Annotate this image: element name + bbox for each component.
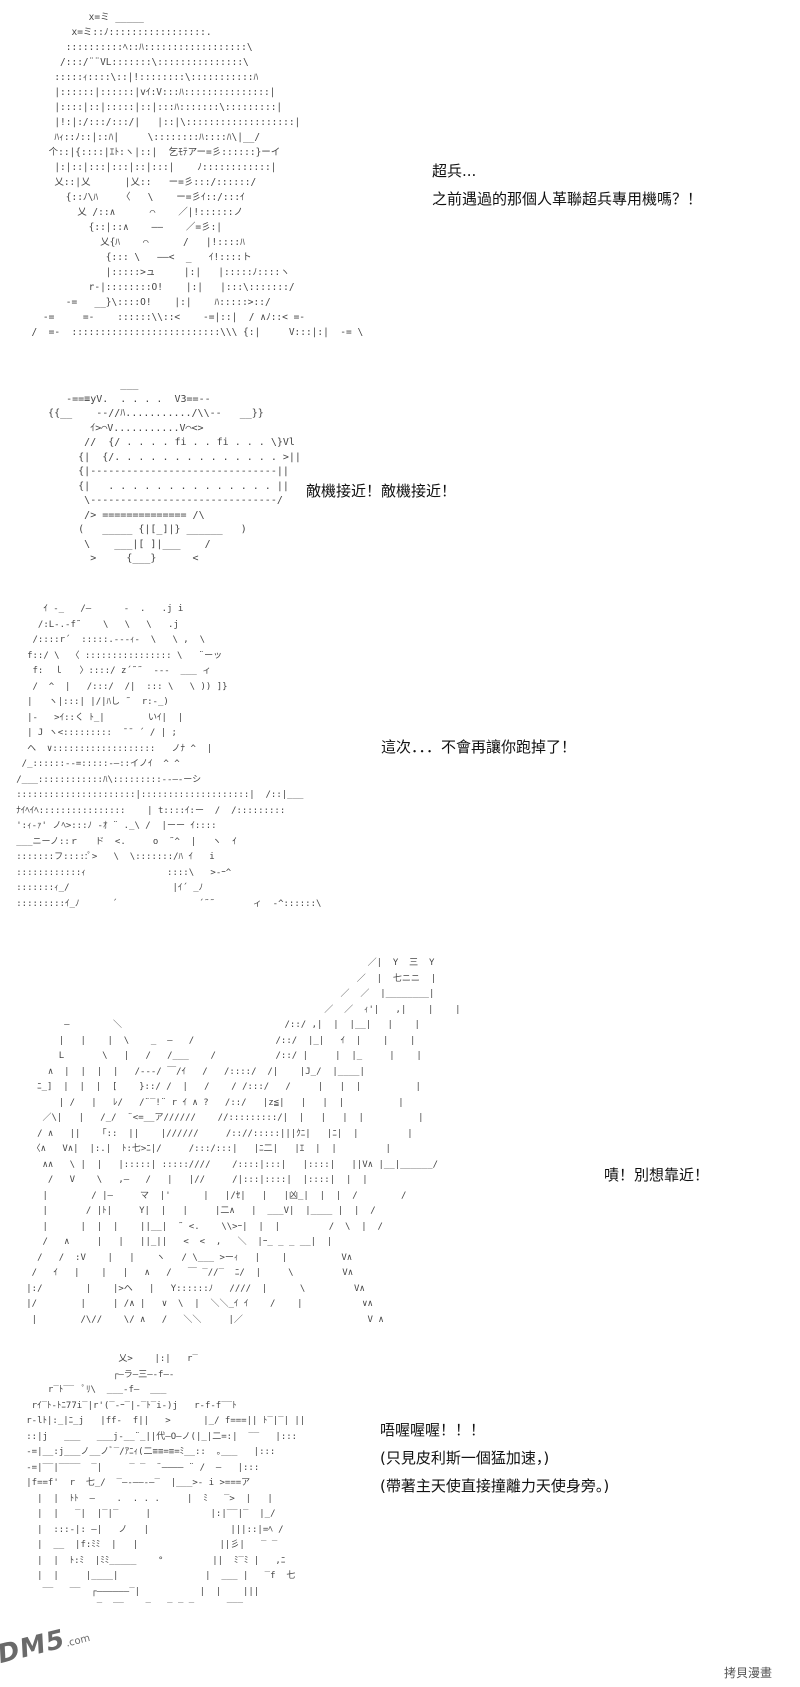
dialogue-box: 嘖！別想靠近！ (604, 1161, 709, 1189)
dialogue-line: 之前遇過的那個人革聯超兵專用機嗎？！ (432, 190, 703, 208)
ascii-art-mecha-charge: 乂> |:| r‾ ┌—ラ—三—-f—- r‾ﾄ‾‾ ﾟﾘ\ ___-f— __… (26, 1354, 306, 1612)
ascii-art-character-portrait: x=ミ _____ x=ミ::ﾉ:::::::::::::::::. :::::… (31, 12, 364, 338)
dialogue-line: (帶著主天使直接撞離力天使身旁。) (380, 1477, 610, 1495)
dialogue-line: 這次．．．不會再讓你跑掉了！ (381, 738, 577, 756)
ascii-art-mecha-battle: ／| Y 三 Y ／ | 七ニニ | ／ ／ |________| (26, 958, 461, 1325)
watermark-text: 拷貝漫畫 (724, 1666, 773, 1680)
dialogue-box: 唔喔喔喔！！！ (只見皮利斯一個猛加速，) (帶著主天使直接撞離力天使身旁。) (380, 1416, 609, 1500)
panel-5: 乂> |:| r‾ ┌—ラ—三—-f—- r‾ﾄ‾‾ ﾟﾘ\ ___-f— __… (0, 1350, 800, 1687)
dialogue-box: 敵機接近！敵機接近！ (306, 477, 456, 505)
dialogue-box: 這次．．．不會再讓你跑掉了！ (381, 733, 576, 761)
watermark-logo-sub: .com (64, 1632, 92, 1650)
dialogue-line: 超兵... (432, 162, 477, 180)
ascii-art-mecha-head: ___ -==≡yV. . . . . V3==-- {{__ --//ﾊ...… (48, 379, 301, 564)
dialogue-line: (只見皮利斯一個猛加速，) (380, 1449, 550, 1467)
panel-3: ｲ -_ /— - . .j i /:L-.-f˜ \ \ \ .j /::::… (0, 600, 800, 950)
dialogue-line: 嘖！別想靠近！ (604, 1166, 710, 1184)
dialogue-line: 唔喔喔喔！！！ (380, 1421, 486, 1439)
ascii-art-pilot-portrait: ｲ -_ /— - . .j i /:L-.-f˜ \ \ \ .j /::::… (16, 604, 322, 909)
panel-2: ___ -==≡yV. . . . . V3==-- {{__ --//ﾊ...… (0, 360, 800, 600)
dialogue-box: 超兵... 之前遇過的那個人革聯超兵專用機嗎？！ (432, 157, 702, 213)
panel-1: x=ミ _____ x=ミ::ﾉ:::::::::::::::::. :::::… (0, 0, 800, 360)
panel-4: ／| Y 三 Y ／ | 七ニニ | ／ ／ |________| (0, 950, 800, 1350)
dialogue-line: 敵機接近！敵機接近！ (306, 482, 457, 500)
